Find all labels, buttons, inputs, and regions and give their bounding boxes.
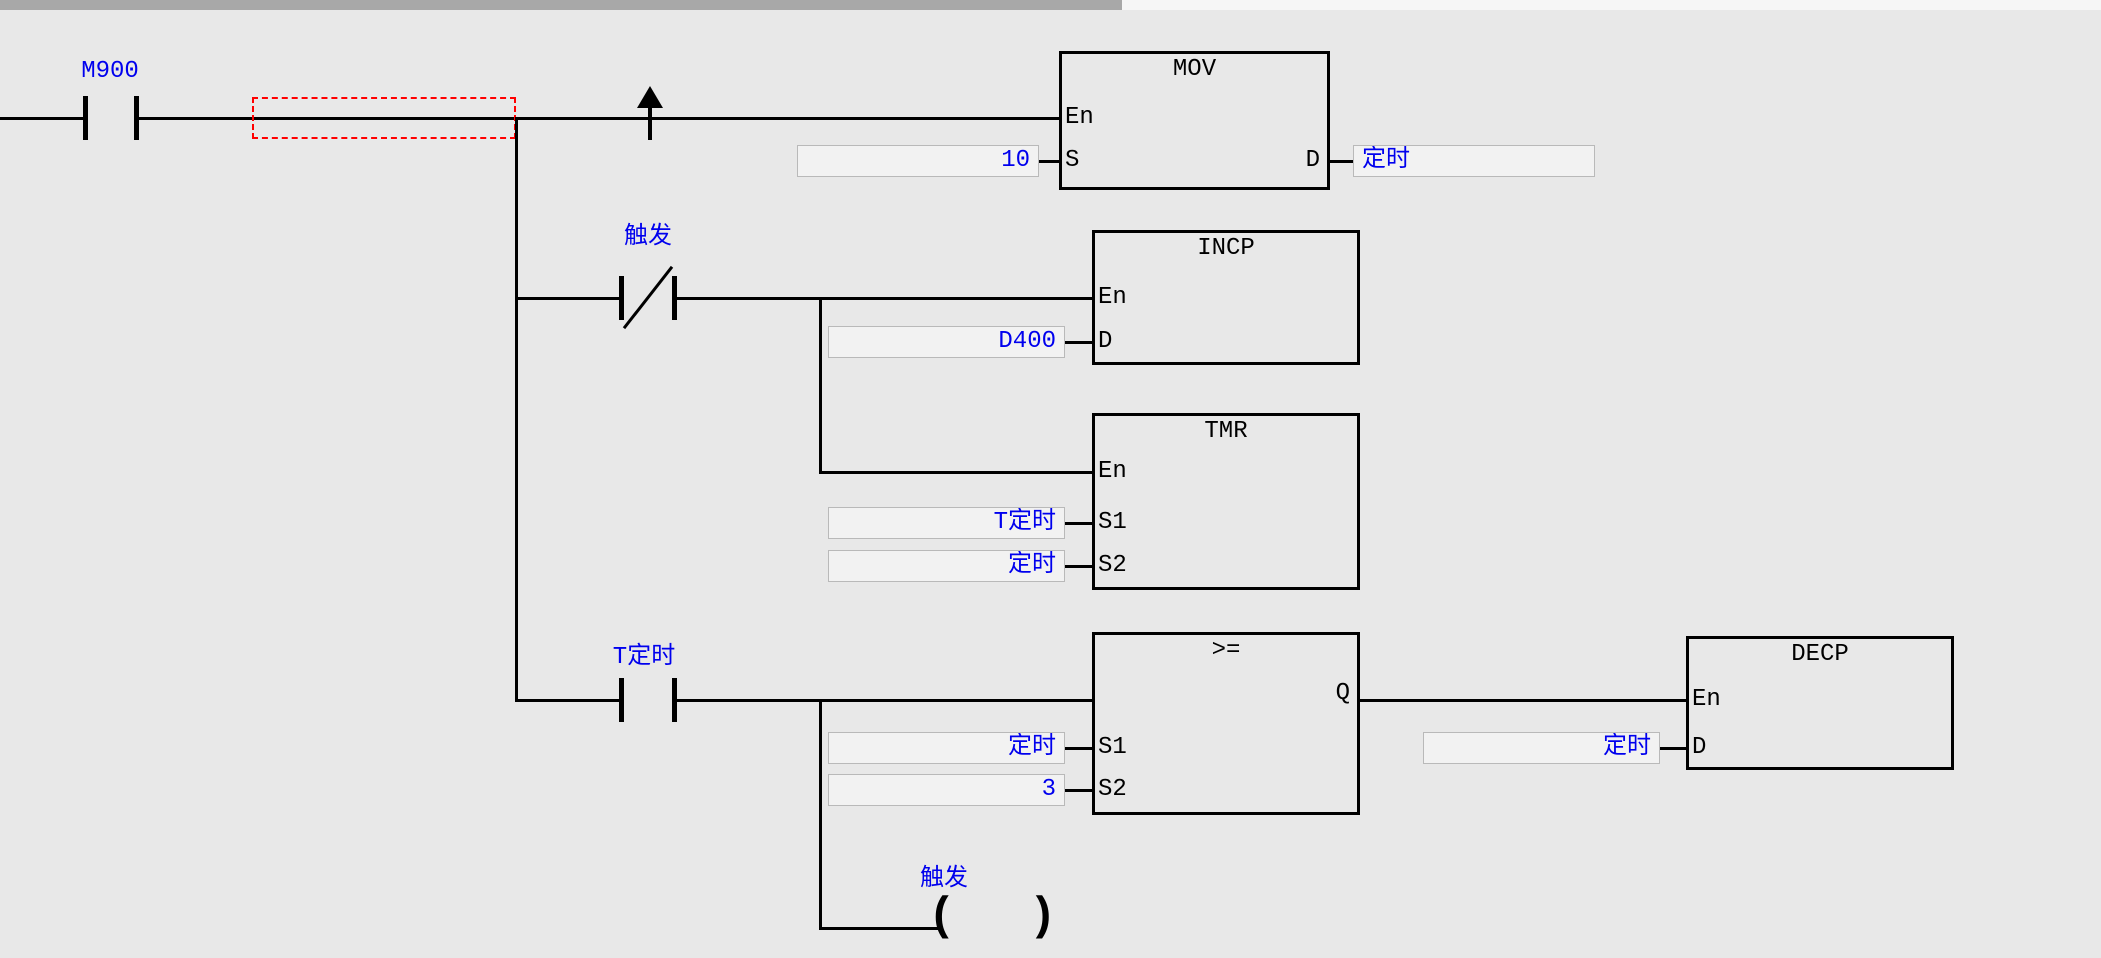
decp-block[interactable]: DECP En D — [1686, 636, 1954, 770]
contact-bar — [672, 276, 677, 320]
wire-v — [819, 297, 822, 474]
coil-operand-label: 触发 — [920, 866, 968, 893]
wire-h — [516, 699, 619, 702]
block-title: TMR — [1204, 418, 1248, 445]
pin-label-s: S — [1065, 147, 1080, 174]
wire-h — [820, 927, 938, 930]
contact-bar — [134, 96, 139, 140]
incp-block[interactable]: INCP En D — [1092, 230, 1360, 365]
wire-h — [139, 117, 1059, 120]
wire-h — [1065, 747, 1092, 750]
pin-label-s2: S2 — [1098, 552, 1127, 579]
mov-s-operand-field[interactable]: 10 — [797, 145, 1039, 177]
contact-bar — [619, 678, 624, 722]
wire-v — [819, 699, 822, 930]
contact-operand-label: M900 — [81, 58, 139, 85]
wire-h — [677, 699, 1092, 702]
block-title: DECP — [1791, 641, 1849, 668]
wire-h — [516, 297, 619, 300]
rising-edge-arrow-icon — [637, 86, 663, 108]
wire-h — [1065, 565, 1092, 568]
wire-h — [0, 117, 83, 120]
pin-label-q: Q — [1335, 680, 1350, 707]
pin-label-s1: S1 — [1098, 509, 1127, 536]
contact-bar — [619, 276, 624, 320]
block-title: MOV — [1172, 56, 1217, 83]
contact-bar — [672, 678, 677, 722]
wire-h — [1065, 522, 1092, 525]
tmr-s2-operand-field[interactable]: 定时 — [828, 550, 1065, 582]
tmr-s1-operand-field[interactable]: T定时 — [828, 507, 1065, 539]
selection-cursor[interactable] — [252, 97, 516, 139]
compare-s1-operand-field[interactable]: 定时 — [828, 732, 1065, 764]
wire-h — [1039, 160, 1059, 163]
pin-label-en: En — [1098, 284, 1127, 311]
compare-geq-block[interactable]: >= Q S1 S2 — [1092, 632, 1360, 815]
wire-h — [1065, 789, 1092, 792]
pin-label-d: D — [1098, 328, 1113, 355]
wire-h — [677, 297, 1092, 300]
block-title: INCP — [1197, 235, 1255, 262]
editor-top-divider-right — [1122, 0, 2101, 10]
wire-h — [1360, 699, 1686, 702]
wire-v — [515, 117, 518, 702]
decp-d-operand-field[interactable]: 定时 — [1423, 732, 1660, 764]
mov-d-operand-field[interactable]: 定时 — [1353, 145, 1595, 177]
pin-label-s2: S2 — [1098, 776, 1127, 803]
editor-top-divider — [0, 0, 1122, 10]
rising-edge-stem — [648, 100, 652, 140]
pin-label-d: D — [1305, 147, 1320, 174]
nc-contact-slash — [622, 265, 674, 330]
contact-operand-label: T定时 — [612, 644, 676, 671]
pin-label-d: D — [1692, 734, 1707, 761]
pin-label-s1: S1 — [1098, 734, 1127, 761]
contact-operand-label: 触发 — [624, 224, 672, 251]
tmr-block[interactable]: TMR En S1 S2 — [1092, 413, 1360, 590]
mov-block[interactable]: MOV En S D — [1059, 51, 1330, 190]
incp-d-operand-field[interactable]: D400 — [828, 326, 1065, 358]
compare-s2-operand-field[interactable]: 3 — [828, 774, 1065, 806]
coil-parentheses-icon: ( ) — [928, 891, 1063, 943]
pin-label-en: En — [1098, 458, 1127, 485]
wire-h — [1065, 341, 1092, 344]
block-title: >= — [1211, 637, 1241, 664]
wire-h — [1330, 160, 1353, 163]
pin-label-en: En — [1692, 686, 1721, 713]
pin-label-en: En — [1065, 104, 1094, 131]
wire-h — [1660, 747, 1686, 750]
contact-bar — [83, 96, 88, 140]
wire-h — [820, 471, 1092, 474]
